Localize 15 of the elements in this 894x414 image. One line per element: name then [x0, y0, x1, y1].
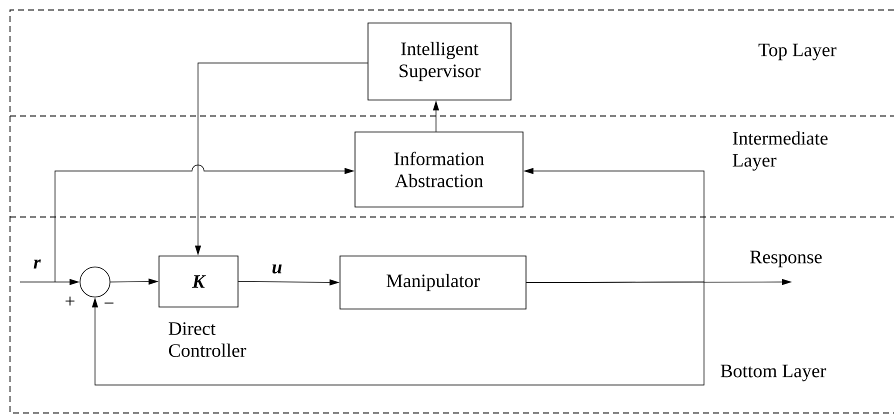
edge-label: u: [270, 264, 284, 274]
sign-label: +: [66, 296, 74, 306]
process-box: Manipulator: [340, 256, 526, 310]
edge-label: r: [32, 258, 42, 270]
process-box: K: [158, 256, 238, 308]
summing-junction: [80, 266, 110, 298]
layer-label: Top Layer: [758, 44, 836, 60]
layer-label: Bottom Layer: [720, 364, 826, 382]
arrow: [92, 282, 704, 386]
sign-label: −: [104, 302, 114, 304]
process-box: Intelligent Supervisor: [368, 22, 512, 100]
process-box: Information Abstraction: [354, 132, 524, 208]
edge-label: Response: [748, 250, 824, 268]
layer-label: Intermediate Layer: [732, 131, 828, 171]
node-caption: Direct Controller: [168, 322, 246, 357]
